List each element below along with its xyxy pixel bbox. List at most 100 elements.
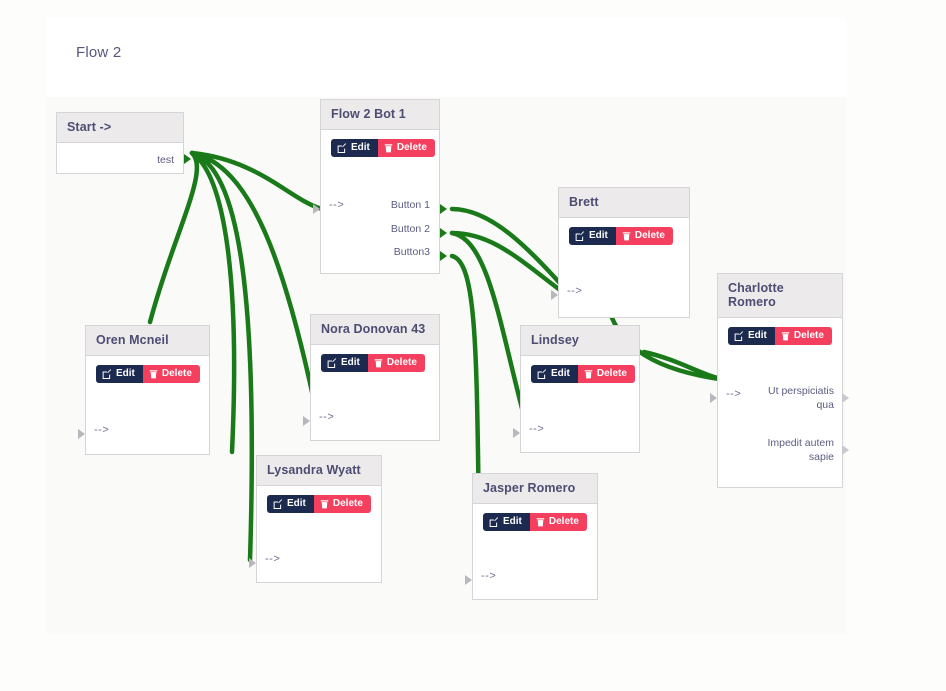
node-charlotte-romero[interactable]: Charlotte Romero Edit Delete [710,273,849,488]
edit-button[interactable]: Edit [267,495,314,513]
page-background-right [846,0,946,691]
delete-button[interactable]: Delete [774,327,832,345]
output-handle-impedit-autem[interactable] [842,445,849,455]
delete-button[interactable]: Delete [529,513,587,531]
output-label-impedit-autem[interactable]: Impedit autem sapie [767,437,834,463]
pencil-square-icon [734,331,744,341]
output-handle-button-1[interactable] [440,204,447,214]
delete-button[interactable]: Delete [313,495,371,513]
flow-header-band: Flow 2 [46,18,846,97]
node-title: Jasper Romero [473,474,597,504]
edit-button-label: Edit [748,330,767,341]
node-lysandra-wyatt[interactable]: Lysandra Wyatt Edit Delete -- [249,455,382,583]
edit-button[interactable]: Edit [331,139,378,157]
node-flow2bot1[interactable]: Flow 2 Bot 1 Edit Delete --> [313,99,447,274]
pencil-square-icon [575,231,585,241]
edit-button[interactable]: Edit [483,513,530,531]
input-handle[interactable] [313,204,320,214]
delete-button[interactable]: Delete [142,365,200,383]
delete-button-label: Delete [596,368,627,379]
edit-button[interactable]: Edit [321,354,368,372]
pencil-square-icon [537,369,547,379]
delete-button-label: Delete [793,330,824,341]
output-handle-test[interactable] [184,154,191,164]
node-actions: Edit Delete [257,486,381,513]
node-body: Edit Delete --> [78,356,209,453]
node-start[interactable]: Start -> test [56,112,191,174]
node-actions: Edit Delete [473,504,597,531]
delete-button-label: Delete [548,516,579,527]
node-title: Nora Donovan 43 [311,315,439,345]
node-actions: Edit Delete [718,318,842,345]
edit-button-label: Edit [589,230,608,241]
node-body: Edit Delete --> [465,504,597,598]
input-handle[interactable] [710,393,717,403]
output-handle-button-3[interactable] [440,251,447,261]
edit-button[interactable]: Edit [531,365,578,383]
input-label: --> [529,423,545,435]
input-handle[interactable] [513,428,520,438]
delete-button-label: Delete [634,230,665,241]
node-body: Edit Delete --> Button 1 Button 2 Button… [313,130,447,272]
output-handle-button-2[interactable] [440,228,447,238]
output-label-button-1[interactable]: Button 1 [390,199,430,211]
output-label-button-3[interactable]: Button3 [393,246,430,258]
node-body: Edit Delete --> [249,486,381,581]
pencil-square-icon [489,517,499,527]
trash-icon [320,500,329,509]
edit-button-label: Edit [503,516,522,527]
delete-button[interactable]: Delete [615,227,673,245]
node-body: test [57,143,191,172]
input-handle[interactable] [465,575,472,585]
edit-button-label: Edit [287,498,306,509]
trash-icon [149,370,158,379]
node-brett[interactable]: Brett Edit Delete --> [551,187,690,318]
trash-icon [584,370,593,379]
edit-button[interactable]: Edit [96,365,143,383]
pencil-square-icon [337,143,347,153]
delete-button-label: Delete [396,142,427,153]
input-label: --> [319,411,335,423]
node-title: Lindsey [521,326,639,356]
node-title: Lysandra Wyatt [257,456,381,486]
output-label-ut-perspiciatis[interactable]: Ut perspiciatis qua [768,385,834,411]
node-nora-donovan-43[interactable]: Nora Donovan 43 Edit Delete - [303,314,440,441]
input-label: --> [94,424,110,436]
input-handle[interactable] [303,416,310,426]
output-handle-ut-perspiciatis[interactable] [842,393,849,403]
node-actions: Edit Delete [521,356,639,383]
node-title: Start -> [57,113,183,143]
delete-button[interactable]: Delete [577,365,635,383]
node-actions: Edit Delete [86,356,209,383]
input-handle[interactable] [249,558,256,568]
input-handle[interactable] [551,290,558,300]
node-actions: Edit Delete [311,345,439,372]
input-label: --> [567,285,583,297]
node-title: Flow 2 Bot 1 [321,100,439,130]
input-handle[interactable] [78,429,85,439]
node-body: Edit Delete --> [513,356,639,451]
input-label: --> [329,199,345,211]
pencil-square-icon [273,499,283,509]
node-jasper-romero[interactable]: Jasper Romero Edit Delete --> [465,473,598,600]
input-label: --> [481,570,497,582]
trash-icon [374,359,383,368]
node-title: Oren Mcneil [86,326,209,356]
node-body: Edit Delete --> [303,345,439,439]
delete-button[interactable]: Delete [377,139,435,157]
page-title: Flow 2 [76,44,122,61]
node-lindsey[interactable]: Lindsey Edit Delete --> [513,325,640,453]
edit-button[interactable]: Edit [728,327,775,345]
output-label-test[interactable]: test [157,154,174,166]
delete-button-label: Delete [332,498,363,509]
pencil-square-icon [102,369,112,379]
edit-button-label: Edit [116,368,135,379]
edit-button[interactable]: Edit [569,227,616,245]
node-body: Edit Delete --> Ut perspiciatis qua Impe… [710,318,849,500]
node-oren-mcneil[interactable]: Oren Mcneil Edit Delete --> [78,325,210,455]
delete-button[interactable]: Delete [367,354,425,372]
output-label-button-2[interactable]: Button 2 [390,223,430,235]
node-title: Brett [559,188,689,218]
edit-button-label: Edit [551,368,570,379]
